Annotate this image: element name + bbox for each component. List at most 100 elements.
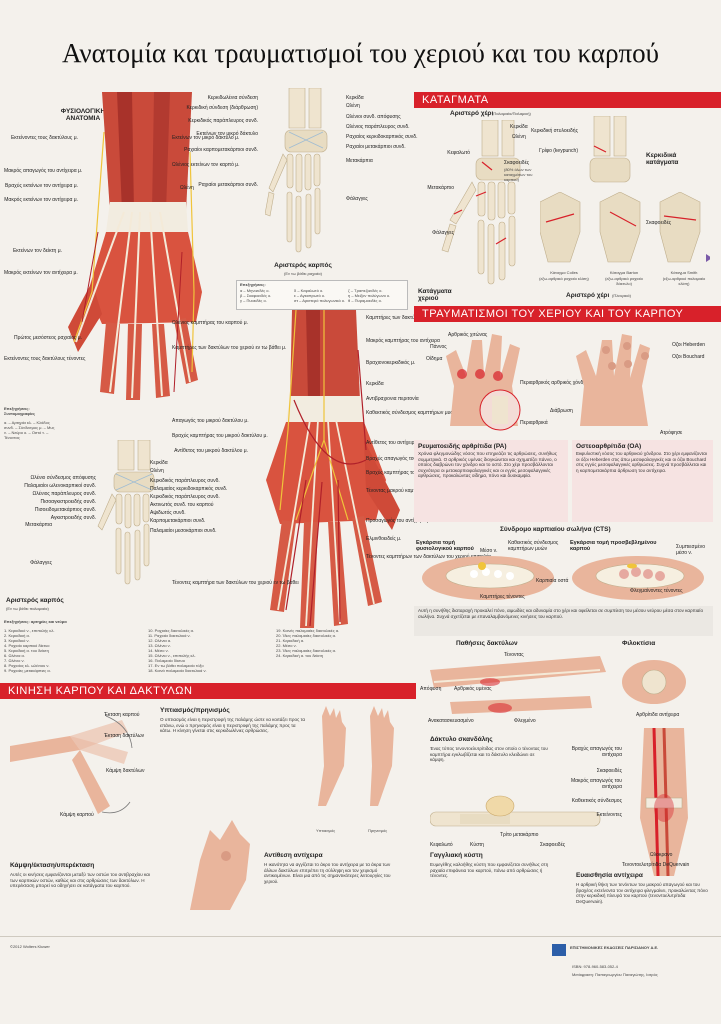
thumb-opposition-illustration — [190, 820, 250, 910]
skel-bot-label-6: Πισοαγκιστροειδής συνδ. — [40, 499, 96, 505]
artery-item: 17. Εν τω βάθει παλαμιαίο τόξο — [148, 663, 204, 668]
arteries-col-2: 10. Ραχιαίες δακτυλικές α. 11. Ραχιαία δ… — [148, 628, 272, 673]
radial-label-2: Γρίφο (keypunch) — [539, 148, 578, 154]
trigger-title: Δάκτυλο σκανδάλης — [430, 736, 493, 743]
oa-hand-illustration — [576, 334, 650, 426]
dq-label-5: Εκτείνοντες — [596, 812, 622, 818]
skel-legend-item: η – Μείζον πολύγωνο ο. — [348, 293, 391, 298]
physio-center-label-2: Ωλένιος εκτείνων τον καρπό μ. — [172, 162, 240, 168]
opp-title: Αντίθεση αντίχειρα — [264, 852, 323, 859]
skel-bot-label-12: Παλαμιαίος κερκιδοκαρπικός συνδ. — [150, 486, 228, 492]
sup-title: Υπτιασμός/πρηνισμός — [160, 707, 230, 714]
tendon-label-4: Ανακατασκευασμένο — [428, 718, 474, 724]
cts-label-5: Συμπιεσμένο μέσο ν. — [676, 544, 705, 556]
oa-box: Οστεοαρθρίτιδα (ΟΑ) Εκφυλιστική νόσος το… — [572, 440, 713, 522]
tendon-label-5: Φλεγμένο — [514, 718, 536, 724]
ra-label-2: Πάννος — [430, 344, 447, 350]
artery-item: 4. Ραχιαίο καρπικό δίκτυο — [4, 643, 50, 648]
palm-right-label-5: Αντιβραχιονια περιτονία — [366, 396, 419, 402]
supination-pronation-illustration — [318, 706, 394, 806]
movement-label-2: Έκταση δακτύλων — [104, 733, 145, 739]
cts-title: Σύνδρομο καρπιαίου σωλήνα (CTS) — [500, 526, 611, 533]
footer-publisher: ΕΠΙΣΤΗΜΟΝΙΚΕΣ ΕΚΔΟΣΕΙΣ ΠΑΡΙΣΙΑΝΟΥ Α.Ε. — [570, 945, 659, 950]
skel-bot-label-1: Κερκίδα — [150, 460, 168, 466]
fracture-caption-2: Αριστερό χέρι — [566, 292, 610, 299]
skel-bot-caption-sub: (Εν τω βάθει παλαμιαία) — [6, 606, 49, 611]
skel-top-legend-box: Επεξηγήσεις: α – Μηνοειδές ο. δ – Κεφαλω… — [236, 280, 408, 310]
skel-bot-label-2: Ωλένη — [150, 468, 164, 474]
artery-item: 8. Ραχιαίος κλ. ωλένιου ν. — [4, 663, 50, 668]
fracture-xray-label: Αριστερό χέρι — [450, 110, 494, 117]
radial-label-1: Κερκιδική στυλοειδής — [531, 128, 578, 134]
sup-hand-label-2: Πρηνισμός — [368, 828, 388, 833]
sup-hand-label-1: Υπτιασμός — [316, 828, 336, 833]
skel-legend-item: ζ – Τραπεζοειδές ο. — [348, 288, 383, 293]
artery-item: 11. Ραχιαία δακτυλικά ν. — [148, 633, 191, 638]
oa-title: Οστεοαρθρίτιδα (ΟΑ) — [576, 443, 642, 450]
skel-top-label-8: Ωλένη — [346, 103, 360, 109]
skel-top-label-12: Ραχιαίοι μετακάρπιοι συνδ. — [346, 144, 406, 150]
cts-label-6: Φλεγμαίνοντες τένοντες — [630, 588, 683, 594]
fracture-type-1: Κάταγμα Colles — [550, 270, 578, 275]
artery-item: 6. Ωλένια α. — [4, 653, 25, 658]
skel-legend-item: θ – Πυραμοειδές ο. — [348, 298, 382, 303]
physio-center-label-3: Ωλένη — [180, 185, 194, 191]
cts-label-2: Καθεκτικός σύνδεσμος καμπτήρων μυών — [508, 540, 559, 552]
ganglion-label-3: Τρίτο μετακάρπιο — [500, 832, 539, 838]
ra-text: Χρόνια φλεγμονώδης νόσος που επηρεάζει τ… — [418, 451, 557, 479]
ra-label-3: Οίδημα — [426, 356, 443, 362]
movement-label-1: Έκταση καρπού — [104, 712, 140, 718]
artery-item: 12. Ωλένια α. — [148, 638, 172, 643]
fracture-type-sub-1: (εξω-αρθρικό ραχιαίο κλίση) — [539, 276, 589, 281]
palm-right-label-13: Τένοντες καμπτήρων των δακτύλων του χερι… — [366, 554, 492, 560]
physio-legend-title: Επεξηγήσεις: Συντομογραφίες — [4, 406, 36, 416]
tendon-label-3: Αρθρικός υμένας — [454, 686, 492, 692]
palm-left-label-5: Αντίθετος του μικρού δακτύλου μ. — [174, 448, 248, 454]
skel-legend-item: α – Μηνοειδές ο. — [240, 288, 270, 293]
artery-item: 21. Κερκιδική α. — [276, 638, 305, 643]
artery-item: 5. Κερκιδική α. του δείκτη — [4, 648, 49, 653]
tendon-label-1: Τένοντας — [504, 652, 524, 658]
physio-label-7: Πρώτος μεσόστεος ραχιαίος μ. — [14, 335, 82, 341]
wrist-flexion-illustration — [10, 715, 133, 814]
dq-text: Η αρθρική θήκη των τενόντων του μακρού α… — [576, 882, 708, 904]
physio-label-6: Μακρός εκτείνων τον αντίχειρα μ. — [4, 270, 78, 276]
thumb-arthritis-illustration — [622, 660, 686, 704]
fracture-type-sub-2: (εξω-αρθρικό ραχιαίο δάκτυλο) — [605, 276, 643, 286]
skel-top-label-3: Κερκιδικός παράπλευρος συνδ. — [188, 118, 258, 124]
palm-right-label-4: Κερκίδα — [366, 381, 384, 387]
footer-translation: Μετάφραση: Παπαγεωργίου Παναγιώτης, Ιατρ… — [572, 972, 658, 977]
skel-top-label-9: Ωλένιοι συνδ. απόφυσης — [346, 114, 401, 120]
skel-legend-item: στ – Αριστερό πολυγωνικό ο. — [294, 298, 346, 303]
dq-label-6: Ωλοκρανο — [650, 852, 673, 858]
palm-right-label-6: Καθεκτικός σύνδεσμος καμπτήρων μυών — [366, 410, 457, 416]
skel-top-label-14: Φάλαγγες — [346, 196, 368, 202]
dorsal-skeleton-illustration — [265, 88, 328, 253]
skel-bot-label-7: Πισοειδομετακάρπιος συνδ. — [34, 507, 96, 513]
tendon-label-2: Απόφυση — [420, 686, 442, 692]
physio-label-5: Εκτείνων τον δείκτη μ. — [12, 248, 62, 254]
skel-legend-item: δ – Κεφαλωτό ο. — [294, 288, 324, 293]
palm-right-label-3: Βραχιονοκερκιδικός μ. — [366, 360, 416, 366]
ra-box: Ρευματοειδής αρθρίτιδα (ΡΑ) Χρόνια φλεγμ… — [414, 440, 568, 522]
arteries-legend-title: Επεξηγήσεις: αρτηρίες και νεύρα — [4, 619, 67, 624]
skel-bot-label-16: Καρπομετακάρπιοι συνδ. — [150, 518, 206, 524]
tendon-title: Παθήσεις δακτύλων — [456, 640, 518, 647]
palmar-skeleton-illustration — [97, 440, 155, 585]
artery-item: 1. Κερκιδικό ν., επιπολής κλ. — [4, 628, 55, 633]
artery-item: 15. Ωλένιο ν., επιπολής κλ. — [148, 653, 196, 658]
palm-right-label-10: Τένοντας μακρού καμπτήρα του αντίχειρα — [366, 488, 458, 494]
ganglion-text: Ευμεγέθης καλοήθης κύστη που εμφανίζεται… — [430, 862, 549, 879]
ganglion-label-2: Κύστη — [470, 842, 484, 848]
footer-isbn: ISBN: 978-960-583-052-4 — [572, 964, 618, 969]
fracture-caption-2-sub: (Πλευρικά) — [612, 293, 631, 298]
artery-item: 16. Παλαμιαίο δίκτυο — [148, 658, 185, 663]
skel-top-caption: Αριστερός καρπός — [274, 262, 332, 269]
palm-right-label-7: Αντίθετος του αντίχειρα μ. — [366, 440, 423, 446]
skel-top-label-11: Ραχιαίος κερκιδοκαρπικός συνδ. — [346, 134, 418, 140]
fracture-label-5: Μετακάρπιο — [427, 185, 454, 191]
skel-bot-caption: Αριστερός καρπός — [6, 597, 64, 604]
palm-right-label-8: Βραχύς απαγωγός του αντίχειρα μ. — [366, 456, 444, 462]
dq-label-7: Τενοντοελυτρίτιδα DeQuervain — [622, 862, 690, 868]
skel-bot-label-15: Αψιδωτός συνδ. — [150, 510, 186, 516]
